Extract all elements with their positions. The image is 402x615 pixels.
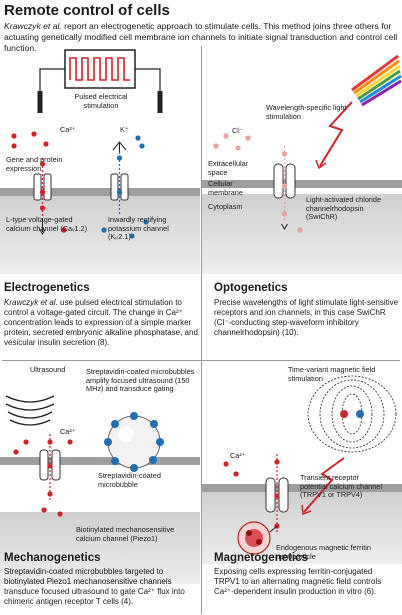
stimulation-label: Pulsed electrical stimulation bbox=[74, 92, 128, 110]
piezo-channel bbox=[39, 434, 63, 517]
cl-ion-label: Cl⁻ bbox=[232, 126, 243, 135]
lightning-icon bbox=[319, 101, 353, 167]
figure-subtitle: Krawczyk et al. report an electrogenetic… bbox=[4, 21, 400, 54]
magnetic-field-icon bbox=[307, 375, 397, 453]
piezo-label: Biotinylated mechanosensitive calcium ch… bbox=[76, 525, 175, 543]
light-stimulation-label: Wavelength-specific light stimulation bbox=[266, 103, 347, 121]
magnetic-field-label: Time-variant magnetic field stimulation bbox=[288, 365, 376, 383]
microbubble-label: Streptavidin-coated microbubble bbox=[98, 471, 161, 489]
potassium-channel-label: Inwardly rectifying potassium channel (K… bbox=[108, 215, 169, 242]
magnetogenetics-diagram bbox=[223, 375, 397, 555]
cytoplasm-label: Cytoplasm bbox=[208, 202, 243, 211]
optogenetics-panel: Cl⁻ Wavelength-specific light stimulatio… bbox=[202, 46, 402, 358]
cell-membrane bbox=[202, 180, 402, 188]
electrogenetics-panel: Pulsed electrical stimulation Ca²⁺ K⁺ Ge… bbox=[0, 46, 200, 358]
ultrasound-waves-icon bbox=[5, 395, 55, 426]
ca-ion-label: Ca²⁺ bbox=[230, 451, 246, 460]
trpv-channel-label: Transient receptor potential calcium cha… bbox=[300, 473, 382, 500]
electrogenetics-title: Electrogenetics bbox=[4, 282, 90, 294]
subtitle-text: report an electrogenetic approach to sti… bbox=[4, 21, 398, 53]
figure-title: Remote control of cells bbox=[4, 2, 170, 19]
ca-ion-label: Ca²⁺ bbox=[60, 427, 76, 436]
pulse-wave-icon bbox=[69, 57, 130, 81]
optogenetics-description: Precise wavelengths of light stimulate l… bbox=[214, 298, 399, 338]
ferritin-label: Endogenous magnetic ferritin nanoparticl… bbox=[276, 543, 371, 561]
mechanogenetics-diagram bbox=[5, 395, 164, 517]
cell-membrane bbox=[0, 457, 200, 465]
subtitle-author: Krawczyk et al. bbox=[4, 21, 62, 31]
mechanogenetics-description: Streptavidin-coated microbubbles targete… bbox=[4, 567, 185, 607]
electrogenetics-diagram bbox=[11, 49, 163, 239]
ferritin-nanoparticle-icon bbox=[237, 521, 271, 555]
optogenetics-title: Optogenetics bbox=[214, 282, 288, 294]
description-author: Krawczyk et al. bbox=[4, 298, 58, 307]
description-text: use pulsed electrical stimulation to con… bbox=[4, 298, 198, 348]
ltype-channel bbox=[33, 158, 52, 235]
electrogenetics-description: Krawczyk et al. use pulsed electrical st… bbox=[4, 298, 198, 348]
optogenetics-diagram bbox=[213, 54, 402, 233]
mechanogenetics-panel: Ultrasound Streptavidin-coated microbubb… bbox=[0, 362, 200, 615]
cell-membrane bbox=[202, 484, 402, 492]
magnetogenetics-panel: Time-variant magnetic field stimulation … bbox=[202, 362, 402, 615]
mechanogenetics-title: Mechanogenetics bbox=[4, 552, 101, 564]
potassium-channel bbox=[110, 141, 129, 216]
swichr-channel bbox=[273, 146, 296, 230]
cellular-membrane-label: Cellular membrane bbox=[208, 179, 243, 197]
cell-membrane bbox=[0, 188, 200, 196]
lightning-icon bbox=[303, 457, 345, 513]
cytoplasm-region bbox=[0, 194, 200, 274]
vertical-divider bbox=[201, 46, 202, 614]
electrode-right bbox=[157, 91, 163, 113]
gene-expression-label: Gene and protein expression bbox=[6, 155, 63, 173]
electrode-left bbox=[37, 91, 43, 113]
magnetogenetics-title: Magnetogenetics bbox=[214, 552, 308, 564]
k-ion-label: K⁺ bbox=[120, 125, 129, 134]
swichr-label: Light-activated chloride channelrhodopsi… bbox=[306, 195, 382, 222]
cytoplasm-region bbox=[202, 490, 402, 564]
light-source-icon bbox=[351, 54, 402, 107]
microbubble-amplify-label: Streptavidin-coated microbubbles amplify… bbox=[86, 367, 195, 394]
microbubble-icon bbox=[104, 412, 164, 472]
ltype-channel-label: L-type voltage-gated calcium channel (Ca… bbox=[6, 215, 88, 233]
ca-ion-label: Ca²⁺ bbox=[60, 125, 76, 134]
trpv-channel bbox=[265, 454, 289, 532]
ultrasound-label: Ultrasound bbox=[30, 365, 66, 374]
extracellular-label: Extracellular space bbox=[208, 159, 249, 177]
magnetogenetics-description: Exposing cells expressing ferritin-conju… bbox=[214, 567, 382, 597]
cytoplasm-region bbox=[0, 512, 200, 584]
cytoplasm-region bbox=[202, 194, 402, 274]
